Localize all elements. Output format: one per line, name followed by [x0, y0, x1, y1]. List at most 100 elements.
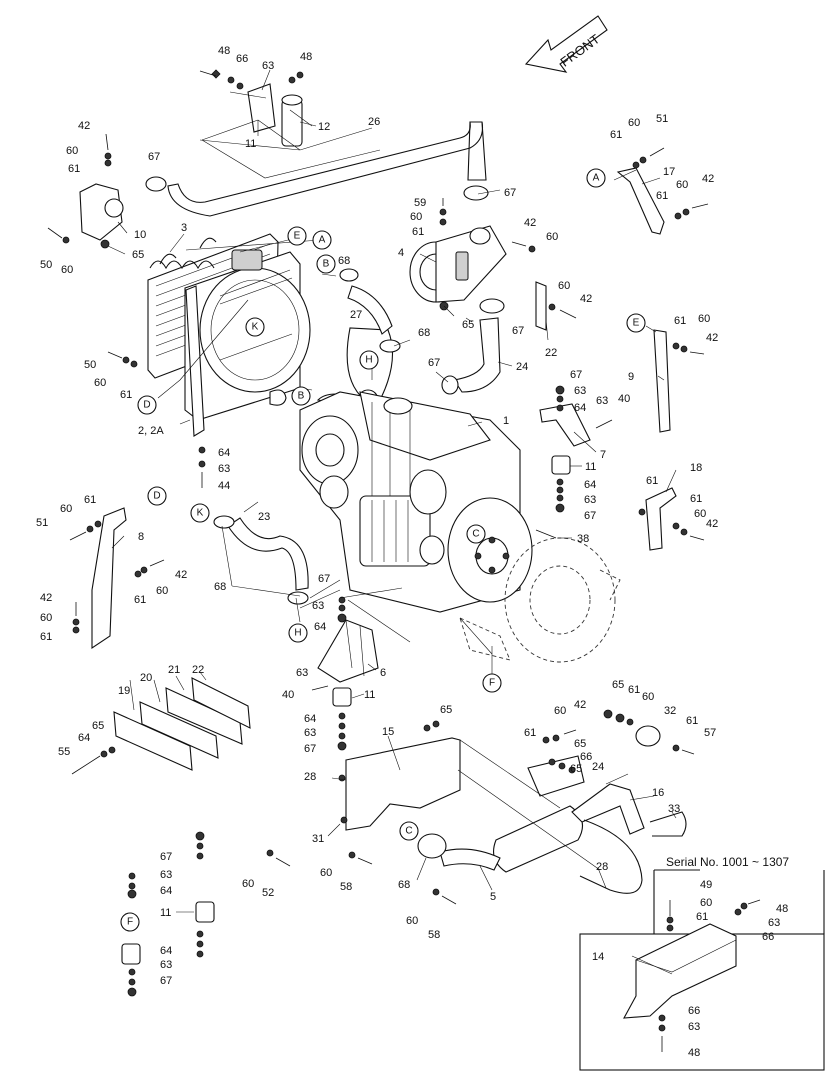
part-label-41-i: 42	[574, 699, 586, 711]
part-label-67-b: 68	[418, 327, 430, 339]
mount-bracket-6	[317, 619, 379, 683]
part-label-57-b: 63	[768, 917, 780, 929]
part-label-58-b: 63	[574, 385, 586, 397]
part-label-59-e: 64	[304, 713, 316, 725]
part-label-44-a: 50	[40, 259, 52, 271]
callout-K-hose: K	[197, 508, 204, 519]
part-label-2-2A: 2, 2A	[138, 425, 164, 437]
part-label-41-g: 42	[175, 569, 187, 581]
part-label-30: 28	[304, 771, 316, 783]
part-label-55-q: 60	[554, 705, 566, 717]
bracket-19	[535, 281, 547, 331]
part-label-43-a: 48	[218, 45, 230, 57]
part-label-51-a: 58	[340, 881, 352, 893]
cable-32	[579, 819, 643, 894]
callout-E-right: E	[633, 318, 640, 329]
part-label-55-m: 60	[40, 612, 52, 624]
part-label-56-i: 61	[84, 494, 96, 506]
part-label-65-c: 67	[318, 573, 330, 585]
part-label-55-e: 60	[546, 231, 558, 243]
callout-H-top: H	[365, 355, 372, 366]
part-label-57-c: 63	[688, 1021, 700, 1033]
part-label-56-g: 61	[646, 475, 658, 487]
part-label-32: 28	[596, 861, 608, 873]
part-label-56-e: 61	[656, 190, 668, 202]
part-label-4: 4	[398, 247, 404, 259]
part-label-67-a: 68	[338, 255, 350, 267]
part-label-59-a: 64	[218, 447, 230, 459]
part-label-59-g: 64	[160, 945, 172, 957]
part-label-63-c: 65	[570, 763, 582, 775]
part-label-64-b: 65	[462, 319, 474, 331]
part-label-65-b: 67	[584, 510, 596, 522]
part-label-41-h: 42	[40, 592, 52, 604]
clamp-34	[649, 811, 687, 837]
part-label-63-a: 65	[440, 704, 452, 716]
part-label-11: 11	[245, 138, 256, 150]
callout-A-top: A	[319, 235, 326, 246]
part-label-66-b: 67	[428, 357, 440, 369]
part-label-33: 32	[664, 705, 676, 717]
part-label-16: 16	[652, 787, 664, 799]
part-label-45-a: 51	[656, 113, 668, 125]
part-label-56-n: 61	[686, 715, 698, 727]
part-label-18: 18	[690, 462, 702, 474]
part-label-48: 52	[262, 887, 274, 899]
callout-B-radiator: B	[298, 391, 305, 402]
bracket-18	[645, 487, 677, 551]
part-label-9: 9	[628, 371, 634, 383]
bracket-9	[653, 329, 671, 433]
callout-letters: A A E B K B H D E C D K H F C F	[120, 168, 646, 932]
part-label-8: 8	[138, 531, 144, 543]
part-label-66-a: 67	[148, 151, 160, 163]
part-label-49: 55	[58, 746, 70, 758]
part-label-61: 64	[78, 732, 90, 744]
hose-29	[347, 285, 393, 335]
part-label-45-b: 51	[36, 517, 48, 529]
part-label-3: 3	[181, 222, 187, 234]
callout-K-radiator: K	[252, 322, 259, 333]
part-label-31: 31	[312, 833, 324, 845]
callout-C-muffler: C	[405, 826, 412, 837]
part-label-47: 49	[700, 879, 712, 891]
part-label-56-b: 61	[120, 389, 132, 401]
part-label-55-d: 60	[410, 211, 422, 223]
leader-lines	[107, 69, 677, 975]
part-label-59-d: 64	[314, 621, 326, 633]
part-label-42: 44	[218, 480, 230, 492]
part-label-41-d: 42	[702, 173, 714, 185]
part-label-20: 19	[118, 685, 130, 697]
part-label-59-f: 64	[160, 885, 172, 897]
clamp-33	[635, 725, 661, 747]
part-label-56-l: 61	[524, 727, 536, 739]
part-label-56-o: 61	[696, 911, 708, 923]
part-label-62: 65	[92, 720, 104, 732]
part-label-51-b: 58	[428, 929, 440, 941]
part-label-24: 24	[592, 761, 604, 773]
part-label-40-a: 40	[618, 393, 630, 405]
part-label-13-c: 11	[160, 907, 171, 919]
muffler-5	[417, 805, 584, 873]
engine-1	[299, 391, 533, 613]
fasteners	[47, 69, 761, 1052]
part-label-55-f: 60	[558, 280, 570, 292]
part-label-23: 22	[192, 664, 204, 676]
part-label-65-e: 67	[160, 851, 172, 863]
part-label-40-b: 40	[282, 689, 294, 701]
hose-26	[167, 121, 484, 217]
serial-label: Serial No. 1001 ~ 1307	[666, 855, 789, 869]
part-label-58-c: 63	[596, 395, 608, 407]
part-label-1: 1	[503, 415, 509, 427]
part-label-15: 15	[382, 726, 394, 738]
part-label-55-g: 60	[628, 117, 640, 129]
part-label-58-d: 63	[584, 494, 596, 506]
callout-C-engine: C	[472, 529, 479, 540]
callout-D-bracket: D	[153, 491, 160, 502]
part-label-60-a: 66	[236, 53, 248, 65]
hose-clamps	[145, 176, 505, 605]
part-label-58-i: 63	[160, 959, 172, 971]
part-label-55-s: 60	[700, 897, 712, 909]
part-label-56-h: 61	[690, 493, 702, 505]
part-label-55-j: 60	[694, 508, 706, 520]
